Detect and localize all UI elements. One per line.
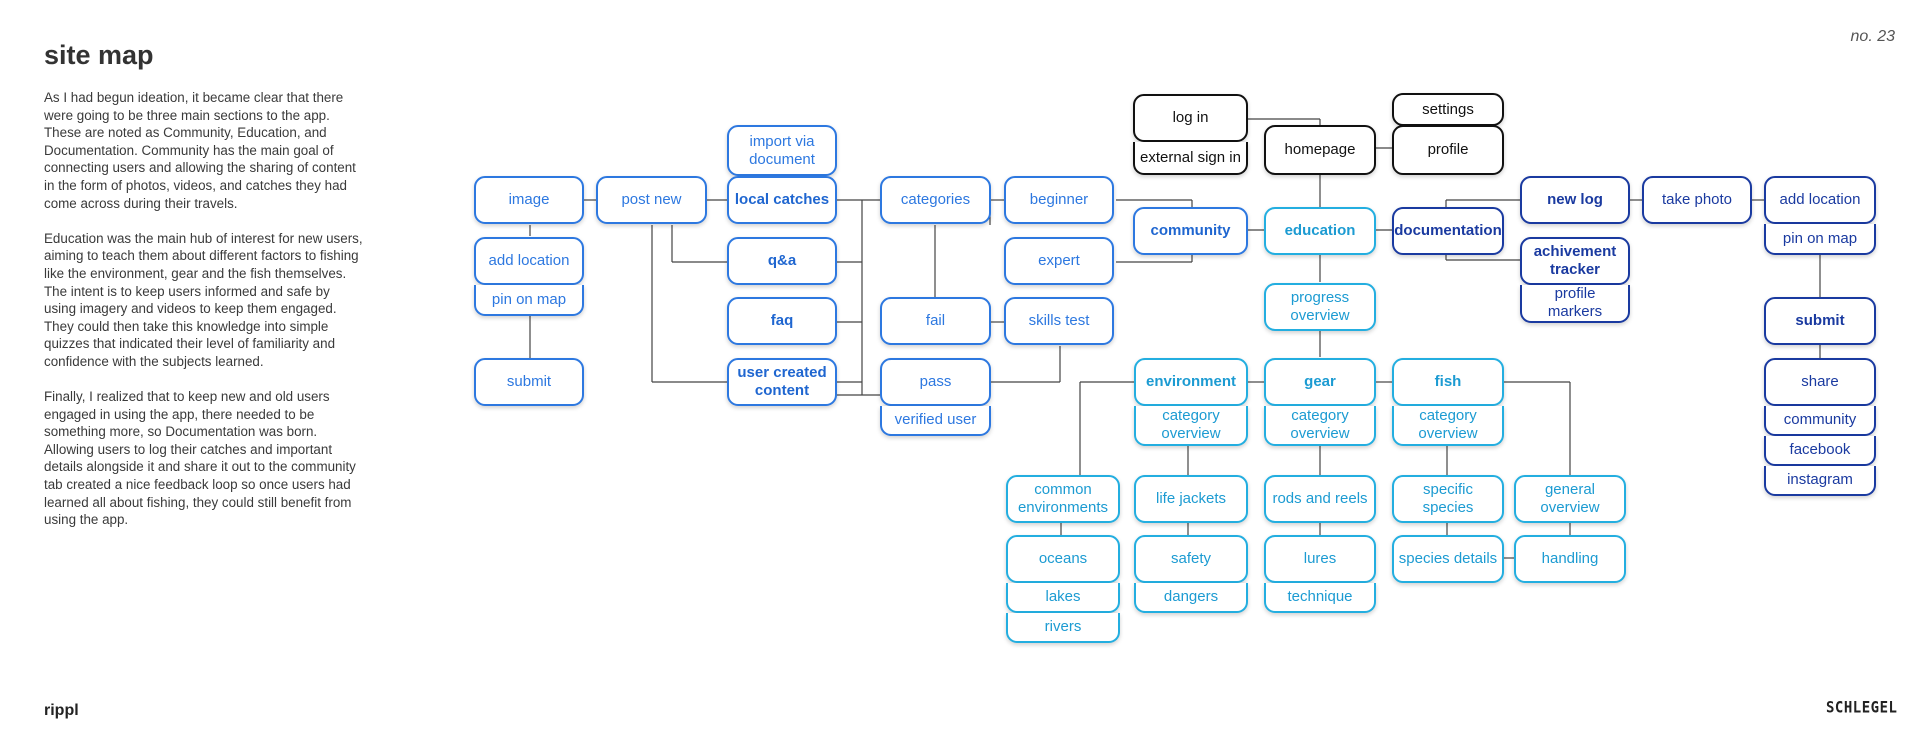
node-extsign: external sign in bbox=[1133, 142, 1248, 175]
node-homepage: homepage bbox=[1264, 125, 1376, 175]
node-categories: categories bbox=[880, 176, 991, 224]
node-verified: verified user bbox=[880, 406, 991, 436]
brand-name: rippl bbox=[44, 702, 79, 719]
node-dangers: dangers bbox=[1134, 583, 1248, 613]
signature-logo: SCHLEGEL bbox=[1826, 698, 1898, 718]
node-takephoto: take photo bbox=[1642, 176, 1752, 224]
node-handling: handling bbox=[1514, 535, 1626, 583]
page-title: site map bbox=[44, 40, 154, 70]
node-pass: pass bbox=[880, 358, 991, 406]
node-general: general overview bbox=[1514, 475, 1626, 523]
paragraph-documentation: Finally, I realized that to keep new and… bbox=[44, 389, 356, 528]
node-details: species details bbox=[1392, 535, 1504, 583]
paragraph-community: As I had begun ideation, it became clear… bbox=[44, 90, 356, 211]
node-postnew: post new bbox=[596, 176, 707, 224]
node-rods: rods and reels bbox=[1264, 475, 1376, 523]
node-submit2: submit bbox=[1764, 297, 1876, 345]
node-submit1: submit bbox=[474, 358, 584, 406]
node-markers: profile markers bbox=[1520, 285, 1630, 323]
node-importdoc: import via document bbox=[727, 125, 837, 176]
node-instagram: instagram bbox=[1764, 466, 1876, 496]
node-rivers: rivers bbox=[1006, 613, 1120, 643]
node-profile: profile bbox=[1392, 125, 1504, 175]
node-facebook: facebook bbox=[1764, 436, 1876, 466]
node-commonenv: common environments bbox=[1006, 475, 1120, 523]
node-newlog: new log bbox=[1520, 176, 1630, 224]
node-envcat: category overview bbox=[1134, 406, 1248, 446]
node-progress: progress overview bbox=[1264, 283, 1376, 331]
node-faq: faq bbox=[727, 297, 837, 345]
node-fish: fish bbox=[1392, 358, 1504, 406]
node-sharecommunity: community bbox=[1764, 406, 1876, 436]
node-skillstest: skills test bbox=[1004, 297, 1114, 345]
node-lures: lures bbox=[1264, 535, 1376, 583]
paragraph-education: Education was the main hub of interest f… bbox=[44, 230, 363, 369]
node-addloc2: add location bbox=[1764, 176, 1876, 224]
node-expert: expert bbox=[1004, 237, 1114, 285]
node-localcatches: local catches bbox=[727, 176, 837, 224]
node-beginner: beginner bbox=[1004, 176, 1114, 224]
node-image: image bbox=[474, 176, 584, 224]
node-fail: fail bbox=[880, 297, 991, 345]
node-gear: gear bbox=[1264, 358, 1376, 406]
node-technique: technique bbox=[1264, 583, 1376, 613]
node-pinmap2: pin on map bbox=[1764, 224, 1876, 255]
node-share: share bbox=[1764, 358, 1876, 406]
node-oceans: oceans bbox=[1006, 535, 1120, 583]
node-achievement: achivement tracker bbox=[1520, 237, 1630, 285]
node-specific: specific species bbox=[1392, 475, 1504, 523]
intro-text: As I had begun ideation, it became clear… bbox=[44, 89, 364, 546]
page-number: no. 23 bbox=[1850, 28, 1895, 45]
node-login: log in bbox=[1133, 94, 1248, 142]
node-qa: q&a bbox=[727, 237, 837, 285]
node-documentation: documentation bbox=[1392, 207, 1504, 255]
node-lifejackets: life jackets bbox=[1134, 475, 1248, 523]
node-addloc1: add location bbox=[474, 237, 584, 285]
node-safety: safety bbox=[1134, 535, 1248, 583]
node-environment: environment bbox=[1134, 358, 1248, 406]
node-pinmap1: pin on map bbox=[474, 285, 584, 316]
node-lakes: lakes bbox=[1006, 583, 1120, 613]
node-education: education bbox=[1264, 207, 1376, 255]
node-settings: settings bbox=[1392, 93, 1504, 126]
node-community: community bbox=[1133, 207, 1248, 255]
node-ucc: user created content bbox=[727, 358, 837, 406]
node-gearcat: category overview bbox=[1264, 406, 1376, 446]
node-fishcat: category overview bbox=[1392, 406, 1504, 446]
